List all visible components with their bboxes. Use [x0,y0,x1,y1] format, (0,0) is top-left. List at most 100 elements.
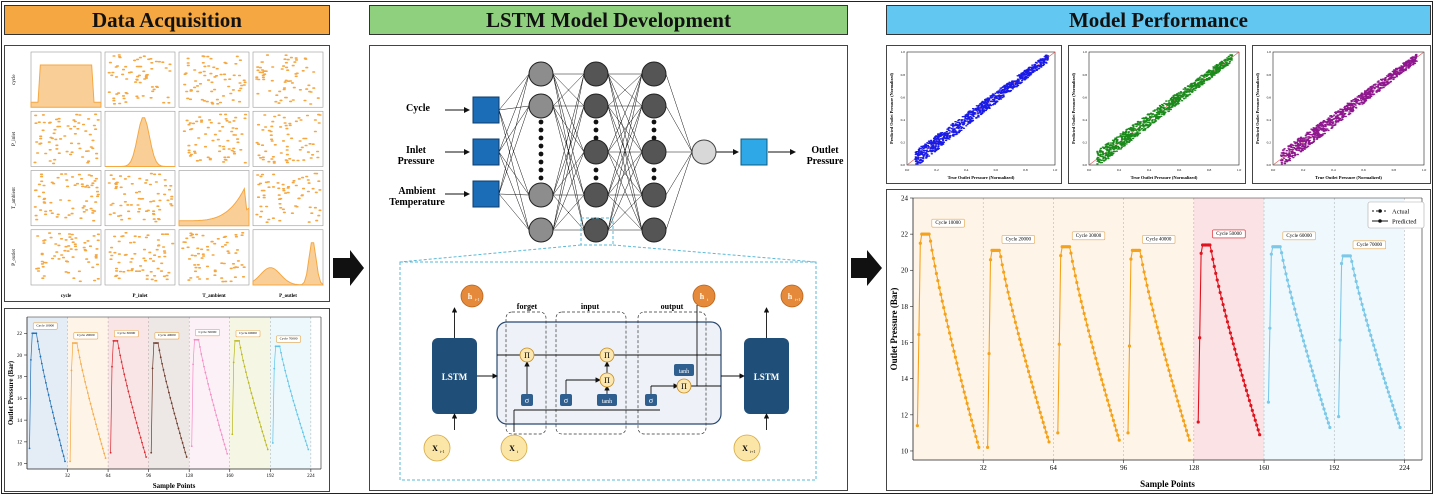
cycle-point [1366,323,1370,327]
cycle-point [120,361,123,363]
cycle-point [943,312,947,316]
cycle-point [1253,418,1257,422]
pairplot-scatter [107,172,174,223]
cycle-point [232,361,235,364]
cycle-point [1111,418,1115,422]
x-tick-label: 96 [146,474,152,479]
connection [552,73,585,196]
cycle-point [1110,413,1114,417]
y-axis-label: Predicted Outlet Pressure (Normalized) [1071,72,1076,143]
cycle-point [286,380,289,383]
cycle-point [1231,342,1235,346]
pairplot-scatter [183,55,247,105]
cycle-point [116,339,119,342]
ellipsis-dot [651,135,657,141]
cycle-point [1180,414,1184,418]
cycle-point [1220,297,1224,301]
cycle-point [1353,273,1357,277]
cycle-point [1307,359,1311,363]
cycle-point [141,441,143,444]
activation-box [560,394,572,406]
y-tick-label: 22 [17,332,23,337]
cycle-point [300,427,303,429]
cycle-point [50,405,53,408]
cycle-point [959,378,963,383]
ellipsis-dot [538,151,544,157]
cycle-point [193,338,196,341]
cycle-label: Cycle 50000 [199,330,217,334]
scatter-frame [1088,51,1240,166]
cycle-label-box [1001,235,1035,244]
cycle-point [239,346,242,349]
connection [498,109,530,231]
cycle-point [1067,245,1072,249]
cycle-point [1059,254,1063,258]
activation-symbol: σ [649,396,654,405]
x-tick-label: 64 [1050,464,1058,472]
cycle-point [1029,380,1034,384]
cycle-point [1034,395,1038,399]
lstm-block-left [432,338,477,414]
cycle-point [301,431,304,434]
x-tick-label: 0.8 [1392,168,1397,172]
cycle-point [119,354,122,357]
cycle-point [1224,314,1228,318]
cycle-point [185,456,188,458]
cycle-point [246,376,249,379]
cycle-point [1282,265,1287,269]
cycle-point [1249,403,1253,408]
cycle-point [1380,372,1385,376]
cycle-point [1281,258,1285,262]
cycle-point [151,367,154,370]
x-tick-label: 32 [65,474,71,479]
pairplot-row-label: cycle [12,74,17,85]
cycle-point [1183,424,1187,428]
cycle-point [1078,293,1082,297]
cycle-point [1162,352,1167,357]
x-tick-label: 0.2 [934,168,939,172]
cycle-point [1083,317,1088,321]
x-tick-label: 0.0 [905,168,910,172]
y-tick-label: 0.0 [901,163,906,167]
legend-marker [1378,209,1382,213]
cycle-label-box [235,330,261,338]
cycle-point [1097,367,1101,371]
cycle-point [1392,408,1396,412]
cycle-point [1117,438,1121,442]
cycle-point [231,433,234,436]
cycle-point [169,397,172,399]
cycle-point [223,443,226,446]
pairplot-density [178,187,250,227]
cycle-point [288,385,291,388]
connection [552,194,585,231]
cycle-point [1285,278,1290,282]
cycle-point [197,338,200,341]
connection [498,193,530,231]
cycle-point [81,369,84,372]
cycle-point [1290,296,1294,300]
cycle-label: Cycle 70000 [1357,243,1383,248]
cycle-point [950,343,955,347]
cycle-point [945,318,949,323]
cycle-point [1076,287,1080,291]
pointwise-op-symbol: Π [524,351,530,360]
cycle-point [1075,280,1079,285]
cycle-point [1103,388,1107,392]
cycle-point [220,433,223,436]
cycle-point [131,406,134,409]
activation-box [521,394,533,406]
cycle-point [1113,423,1117,427]
pairplot-scatter [255,54,320,105]
pairplot-cell-frame [30,229,102,286]
activation-symbol: tanh [679,369,689,375]
cycle-point [1252,413,1256,417]
ellipsis-dot [538,175,544,181]
input-node [472,96,500,124]
cycle-point [1021,348,1025,352]
cycle-label: Cycle 10000 [36,323,54,327]
cycle-point [172,407,174,410]
cycle-point [1222,308,1227,312]
ellipsis-dot [593,119,599,125]
flow-arrow-1 [333,250,364,286]
